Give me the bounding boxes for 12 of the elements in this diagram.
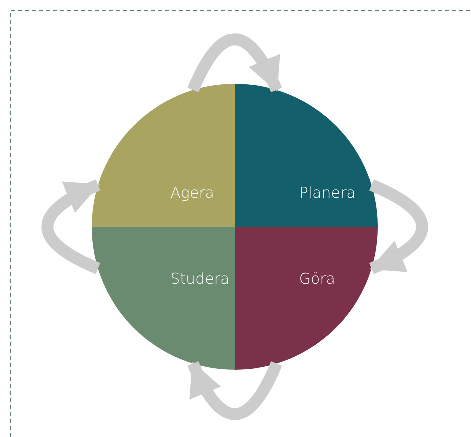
curved-arrow — [188, 361, 282, 420]
curved-arrow — [42, 180, 101, 274]
curved-arrow — [188, 34, 282, 93]
quadrant-label: Studera — [170, 270, 230, 288]
curved-arrow — [369, 180, 428, 274]
quadrant-segment — [235, 84, 378, 227]
quadrant-segment — [92, 227, 235, 370]
quadrant-label: Agera — [170, 184, 214, 202]
quadrant-segment — [92, 84, 235, 227]
quadrant-label: Göra — [299, 270, 336, 288]
quadrant-label: Planera — [299, 184, 356, 202]
quadrant-segment — [235, 227, 378, 370]
